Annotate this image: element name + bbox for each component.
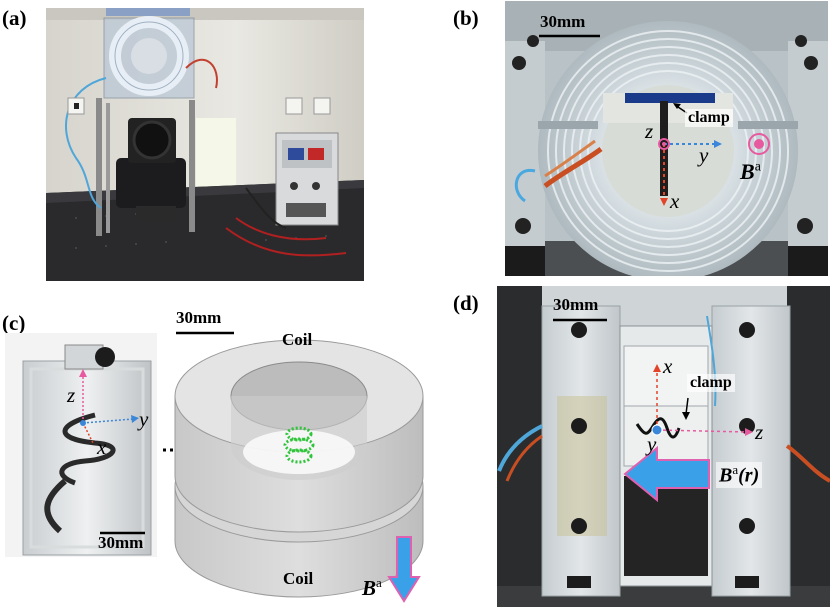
axis-x-label-c: x xyxy=(97,435,107,459)
coil-top-label: Coil xyxy=(282,330,313,349)
field-sup-b: a xyxy=(754,159,761,175)
axis-x-label-b: x xyxy=(670,189,680,213)
field-arg-d: (r) xyxy=(738,464,760,487)
field-symbol-d: B xyxy=(719,464,733,487)
axis-x-label-d: x xyxy=(663,354,673,378)
scale-bar-c-top xyxy=(176,331,234,335)
scale-label-c-top: 30mm xyxy=(176,308,222,327)
panel-label-a: (a) xyxy=(2,6,27,30)
axis-z-label-d: z xyxy=(755,420,764,444)
photo-a-experimental-setup xyxy=(46,8,364,281)
clamp-label-b: clamp xyxy=(685,109,733,127)
panel-label-c: (c) xyxy=(2,311,26,335)
field-label-d: Ba(r) xyxy=(716,462,763,488)
scale-label-c-bottom: 30mm xyxy=(98,533,144,552)
panel-label-b: (b) xyxy=(453,6,479,30)
photo-b-coil-front-view: 30mm clamp z y x Ba xyxy=(505,1,828,276)
field-arrow-c xyxy=(387,536,421,603)
clamp-label-d: clamp xyxy=(687,374,735,392)
coil-bottom-label: Coil xyxy=(283,569,314,588)
axis-z-label-b: z xyxy=(645,119,654,143)
axis-y-label-d: y xyxy=(647,432,657,456)
scale-label-d: 30mm xyxy=(553,295,599,314)
axis-z-label-c: z xyxy=(67,383,76,407)
field-sup-c: a xyxy=(376,575,382,590)
axis-y-label-b: y xyxy=(699,143,709,167)
photo-c-sample-block: z y x 30mm xyxy=(5,333,157,557)
photo-d-coil-side-view: 30mm x clamp y z Ba(r) xyxy=(497,286,830,607)
field-label-b: Ba xyxy=(740,159,761,185)
coil-3d-diagram xyxy=(174,339,424,598)
field-label-c: Ba xyxy=(362,575,382,601)
field-symbol-b: B xyxy=(740,159,755,184)
panel-label-d: (d) xyxy=(453,291,479,315)
field-symbol-c: B xyxy=(362,576,377,600)
scale-label-b: 30mm xyxy=(540,12,586,31)
field-sup-d: a xyxy=(732,462,739,477)
axis-y-label-c: y xyxy=(139,407,149,431)
